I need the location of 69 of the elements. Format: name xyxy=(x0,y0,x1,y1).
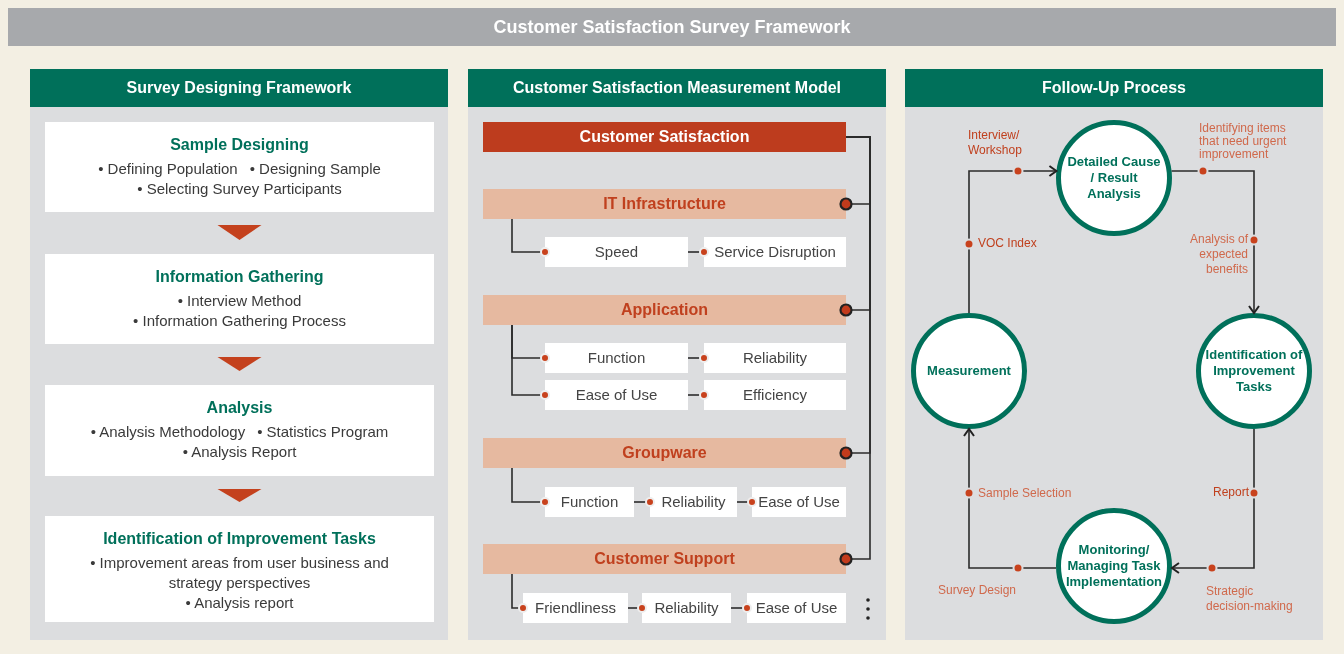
chevron-arrow xyxy=(217,225,262,240)
edge-label: Interview/ Workshop xyxy=(968,128,1023,158)
attribute-box: Reliability xyxy=(650,487,737,517)
box-title: Analysis xyxy=(206,398,273,418)
step-box xyxy=(45,122,434,212)
chevron-arrow xyxy=(217,357,262,371)
bullet-item: • Analysis Methodology xyxy=(90,422,246,442)
bullet-item: • Designing Sample xyxy=(249,159,381,179)
attribute-box: Ease of Use xyxy=(545,380,688,410)
box-title: Sample Designing xyxy=(170,135,309,155)
panel-header: Customer Satisfaction Measurement Model xyxy=(468,69,886,107)
chevron-arrow xyxy=(217,489,262,502)
bullet-item: • Information Gathering Process xyxy=(133,311,346,331)
step-box xyxy=(45,254,434,344)
connector xyxy=(730,603,752,613)
annotation-label: Survey Design xyxy=(938,584,1018,597)
step-box xyxy=(45,516,434,622)
category-bar: Application xyxy=(483,295,846,325)
bullet-item: • Improvement areas from user business and strategy perspectives xyxy=(89,553,390,593)
edge-label: Sample Selection xyxy=(978,486,1073,501)
connector xyxy=(968,165,1058,314)
attribute-box: Reliability xyxy=(704,343,846,373)
category-bar: Customer Support xyxy=(483,544,846,574)
root-bar: Customer Satisfaction xyxy=(483,122,846,152)
connector xyxy=(1170,170,1260,314)
attribute-box: Ease of Use xyxy=(752,487,846,517)
bullet-item: • Analysis Report xyxy=(182,442,297,462)
panel xyxy=(30,69,448,640)
connector xyxy=(633,497,655,507)
panel-header: Survey Designing Framework xyxy=(30,69,448,107)
connector xyxy=(627,603,647,613)
box-title: Identification of Improvement Tasks xyxy=(103,529,376,549)
connector xyxy=(511,324,550,400)
edge-label: Analysis of expected benefits xyxy=(1188,232,1248,277)
category-bar: Groupware xyxy=(483,438,846,468)
attribute-box: Friendliness xyxy=(523,593,628,623)
annotation-label: Identifying items that need urgent improvement xyxy=(1199,122,1288,161)
attribute-box: Function xyxy=(545,487,634,517)
bullet-item: • Analysis report xyxy=(185,593,294,613)
connector xyxy=(511,467,550,507)
category-bar: IT Infrastructure xyxy=(483,189,846,219)
bullet-item: • Defining Population xyxy=(98,159,238,179)
connector xyxy=(511,218,550,257)
connector xyxy=(687,390,709,400)
attribute-box: Service Disruption xyxy=(704,237,846,267)
connector xyxy=(736,497,757,507)
connector xyxy=(1170,428,1255,574)
edge-label: Strategic decision-making xyxy=(1206,584,1294,614)
title-bar: Customer Satisfaction Survey Framework xyxy=(8,8,1336,46)
connector xyxy=(687,247,709,257)
attribute-box: Reliability xyxy=(642,593,731,623)
annotation-label: Report xyxy=(1211,486,1249,499)
bullet-item: • Interview Method xyxy=(177,291,302,311)
bullet-item: • Statistics Program xyxy=(257,422,389,442)
attribute-box: Efficiency xyxy=(704,380,846,410)
connector xyxy=(839,136,871,566)
connector xyxy=(963,428,1057,569)
step-box xyxy=(45,385,434,476)
annotation-label: VOC Index xyxy=(978,237,1038,250)
connector xyxy=(511,573,528,613)
attribute-box: Ease of Use xyxy=(747,593,846,623)
connector xyxy=(687,353,709,363)
box-title: Information Gathering xyxy=(155,267,324,287)
bullet-item: • Selecting Survey Participants xyxy=(137,179,342,199)
attribute-box: Speed xyxy=(545,237,688,267)
panel-header: Follow-Up Process xyxy=(905,69,1323,107)
panel xyxy=(468,69,886,640)
panel xyxy=(905,69,1323,640)
attribute-box: Function xyxy=(545,343,688,373)
